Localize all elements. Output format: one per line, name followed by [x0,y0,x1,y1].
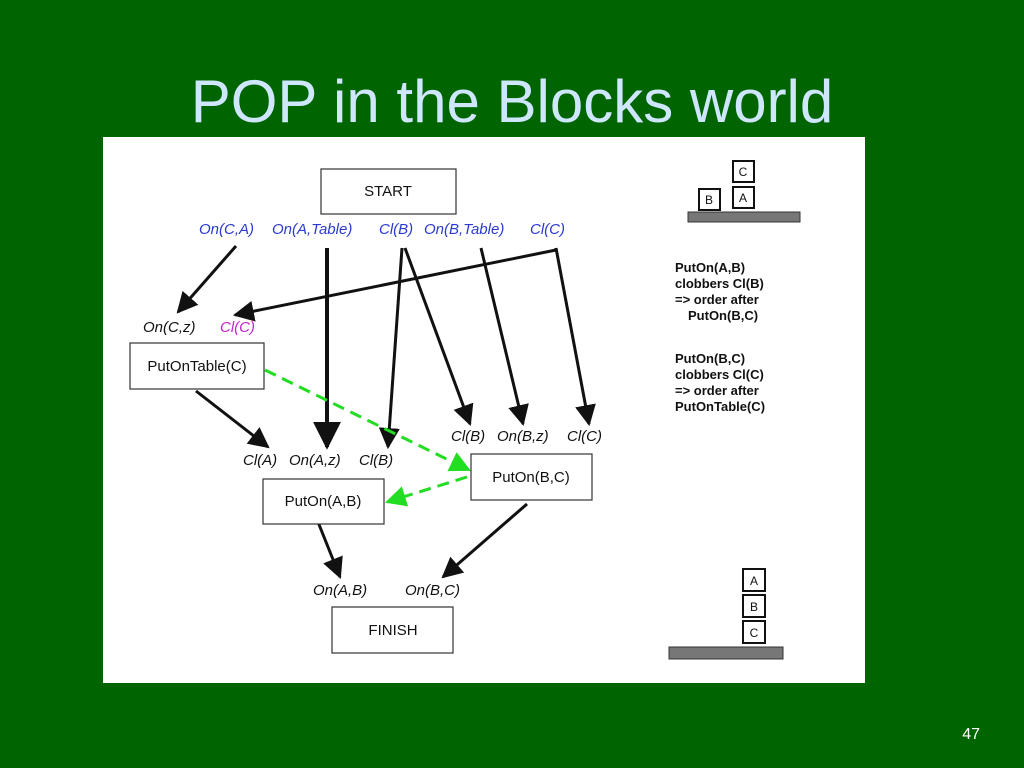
putontable-c-label: PutOnTable(C) [147,358,246,375]
svg-text:A: A [739,191,747,205]
note2-line4: PutOnTable(C) [675,399,765,414]
causal-links [176,245,596,579]
puton-b-c-step: Cl(B) On(B,z) Cl(C) PutOn(B,C) [451,428,602,501]
svg-text:B: B [750,600,758,614]
pop-plan-diagram: START On(C,A) On(A,Table) Cl(B) On(B,Tab… [129,160,801,660]
block-b [698,188,721,211]
start-step: START [320,168,457,215]
puton-a-b-step: Cl(A) On(A,z) Cl(B) PutOn(A,B) [243,452,393,525]
link-on-c-a-to-putontable [176,245,238,314]
link-cl-b-to-puton-a-b [378,247,404,450]
start-effect-on-a-table: On(A,Table) [272,221,352,238]
link-putontable-to-puton-a-b [195,389,270,449]
note1-line4: PutOn(B,C) [688,308,758,323]
start-effect-on-c-a: On(C,A) [199,221,254,238]
diagram-panel: START On(C,A) On(A,Table) Cl(B) On(B,Tab… [103,137,865,683]
start-label: START [364,183,412,200]
finish-step: On(A,B) On(B,C) FINISH [313,582,460,654]
note2-line1: PutOn(B,C) [675,351,745,366]
start-effects: On(C,A) On(A,Table) Cl(B) On(B,Table) Cl… [199,221,565,238]
order-puton-b-c-before-puton-a-b [384,475,468,507]
block-a [742,568,766,592]
link-cl-c-to-putontable [232,248,557,322]
note2-line2: clobbers Cl(C) [675,367,764,382]
puton-b-c-label: PutOn(B,C) [492,469,570,486]
note1-line1: PutOn(A,B) [675,260,745,275]
block-c [732,160,755,183]
link-cl-c-to-puton-b-c [554,247,596,427]
threat-notes: PutOn(A,B) clobbers Cl(B) => order after… [675,260,765,414]
page-number: 47 [962,726,980,743]
precond-on-a-z: On(A,z) [289,452,341,469]
svg-text:A: A [750,574,758,588]
putontable-c-step: On(C,z) Cl(C) PutOnTable(C) [129,319,265,390]
initial-state-picture: B C A [687,160,801,223]
precond-cl-c: Cl(C) [567,428,602,445]
precond-cl-a: Cl(A) [243,452,277,469]
note2-line3: => order after [675,383,759,398]
start-effect-cl-c: Cl(C) [530,221,565,238]
finish-precond-on-b-c: On(B,C) [405,582,460,599]
note1-line2: clobbers Cl(B) [675,276,764,291]
link-puton-b-c-to-finish [441,502,528,579]
ordering-links [264,368,471,507]
goal-state-picture: A B C [668,568,784,660]
svg-text:C: C [739,165,748,179]
precond-on-c-z: On(C,z) [143,319,196,336]
block-b [742,594,766,618]
note1-line3: => order after [675,292,759,307]
link-on-b-table-to-puton-b-c [479,247,529,427]
slide-title: POP in the Blocks world [190,68,834,135]
block-c [742,620,766,644]
finish-precond-on-a-b: On(A,B) [313,582,367,599]
svg-text:C: C [750,626,759,640]
svg-text:B: B [705,193,713,207]
precond-on-b-z: On(B,z) [497,428,549,445]
link-puton-a-b-to-finish [316,521,343,579]
link-cl-b-to-puton-b-c [403,247,474,426]
start-effect-on-b-table: On(B,Table) [424,221,504,238]
finish-label: FINISH [368,622,417,639]
block-a [732,186,755,209]
precond-cl-b: Cl(B) [359,452,393,469]
start-effect-cl-b: Cl(B) [379,221,413,238]
precond-cl-b: Cl(B) [451,428,485,445]
precond-cl-c: Cl(C) [220,319,255,336]
puton-a-b-label: PutOn(A,B) [285,493,362,510]
